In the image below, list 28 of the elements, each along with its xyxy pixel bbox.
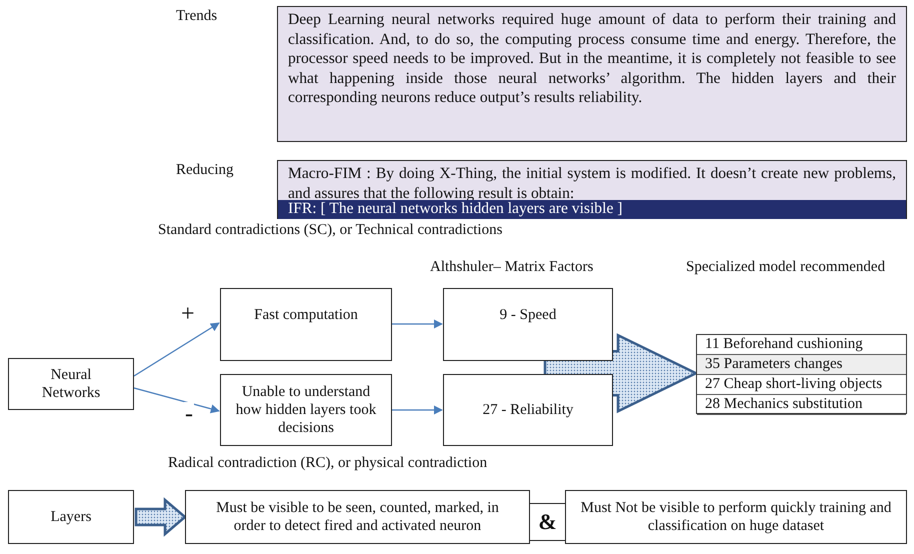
process-box: Must Not be visible to perform quickly training and classification on huge dataset: [565, 490, 907, 544]
process-box: Neural Networks: [8, 358, 134, 410]
paragraph: Deep Learning neural networks required huge amount of data to perform their training and classification. And, to do so, the computing process consume time and energy. Therefore, the processor speed needs to be improved. But in the meantime, it is completely not feasible to see what happening inside those neural networks’ algorithm. The hidden layers and their corresponding neurons reduce output’s results reliability.: [288, 10, 896, 108]
process-box: Must be visible to be seen, counted, marked, in order to detect fired and activated neuron: [185, 490, 530, 544]
process-box: Layers: [8, 490, 134, 544]
arrow: [134, 322, 220, 377]
highlight-bar: IFR: [ The neural networks hidden layers are visible ]: [278, 200, 906, 219]
caption-text: Standard contradictions (SC), or Technical contradictions: [158, 222, 502, 239]
connector-box: &: [529, 503, 566, 541]
paragraph: Macro-FIM : By doing X-Thing, the initial system is modified. It doesn’t create new problems, and assures that the following result is obtain:: [288, 164, 896, 202]
arrow: [392, 319, 443, 329]
process-box: 27 - Reliability: [443, 374, 613, 446]
caption-text: Radical contradiction (RC), or physical contradiction: [168, 455, 488, 472]
list-row: 35 Parameters changes: [697, 355, 906, 375]
list-row: 28 Mechanics substitution: [697, 395, 906, 415]
heading: Trends: [176, 8, 218, 25]
process-box: Unable to understand how hidden layers took decisions: [220, 374, 392, 446]
list-box: [696, 334, 907, 414]
block-arrow: [544, 333, 699, 414]
heading: Reducing: [176, 162, 234, 179]
caption-text: Specialized model recommended: [686, 259, 886, 276]
process-box: Fast computation: [220, 288, 392, 361]
block-arrow: [134, 497, 187, 537]
caption-text: Althshuler– Matrix Factors: [430, 259, 594, 276]
process-box: 9 - Speed: [443, 288, 613, 361]
list-row: 27 Cheap short-living objects: [697, 375, 906, 395]
arrow: [392, 405, 443, 415]
arrow: [134, 387, 220, 414]
